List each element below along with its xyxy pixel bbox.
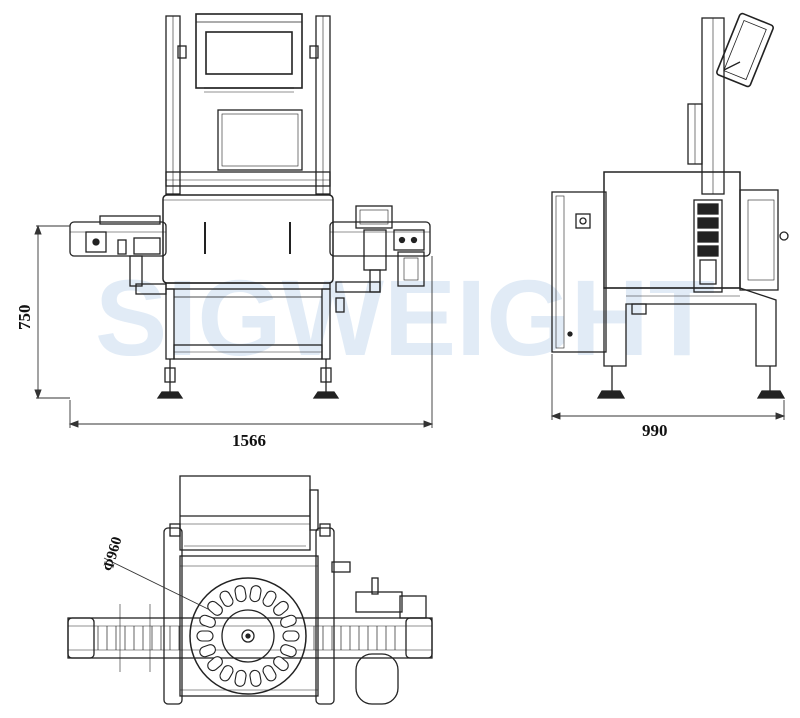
hmi-screen (195, 13, 303, 89)
turntable-pocket (234, 585, 247, 603)
turntable-pocket (219, 665, 234, 682)
turntable-pocket (262, 665, 277, 682)
turntable-pocket (207, 656, 223, 672)
dim-depth-label: 990 (642, 421, 668, 440)
turntable (189, 577, 307, 695)
watermark-layer: SIGWEIGHT (95, 257, 715, 378)
dim-width-label: 1566 (232, 431, 266, 450)
turntable-pocket (199, 614, 216, 628)
turntable-pocket (282, 630, 300, 642)
turntable-pocket (273, 600, 289, 616)
turntable-pocket (199, 644, 216, 658)
turntable-pocket (196, 630, 214, 642)
side-dimensions (550, 354, 786, 420)
turntable-pockets (196, 585, 300, 687)
turntable-pocket (280, 614, 297, 628)
front-dimensions (34, 224, 434, 428)
turntable-pocket (280, 644, 297, 658)
watermark-main: SIGWEIGHT (95, 257, 715, 378)
turntable-pocket (262, 590, 277, 607)
top-conveyor (67, 617, 433, 659)
dim-height-label: 750 (15, 305, 34, 331)
turntable-pocket (207, 600, 223, 616)
top-view (67, 475, 433, 705)
turntable-pocket (249, 585, 262, 603)
diameter-leader (103, 557, 211, 611)
turntable-pocket (234, 669, 247, 687)
dim-diameter-label: Φ960 (100, 535, 125, 573)
turntable-pocket (273, 656, 289, 672)
turntable-pocket (249, 669, 262, 687)
side-view (551, 12, 789, 399)
turntable-pocket (219, 590, 234, 607)
side-hmi-screen (716, 12, 774, 88)
front-view (69, 13, 431, 399)
conveyor-slats (97, 626, 396, 650)
